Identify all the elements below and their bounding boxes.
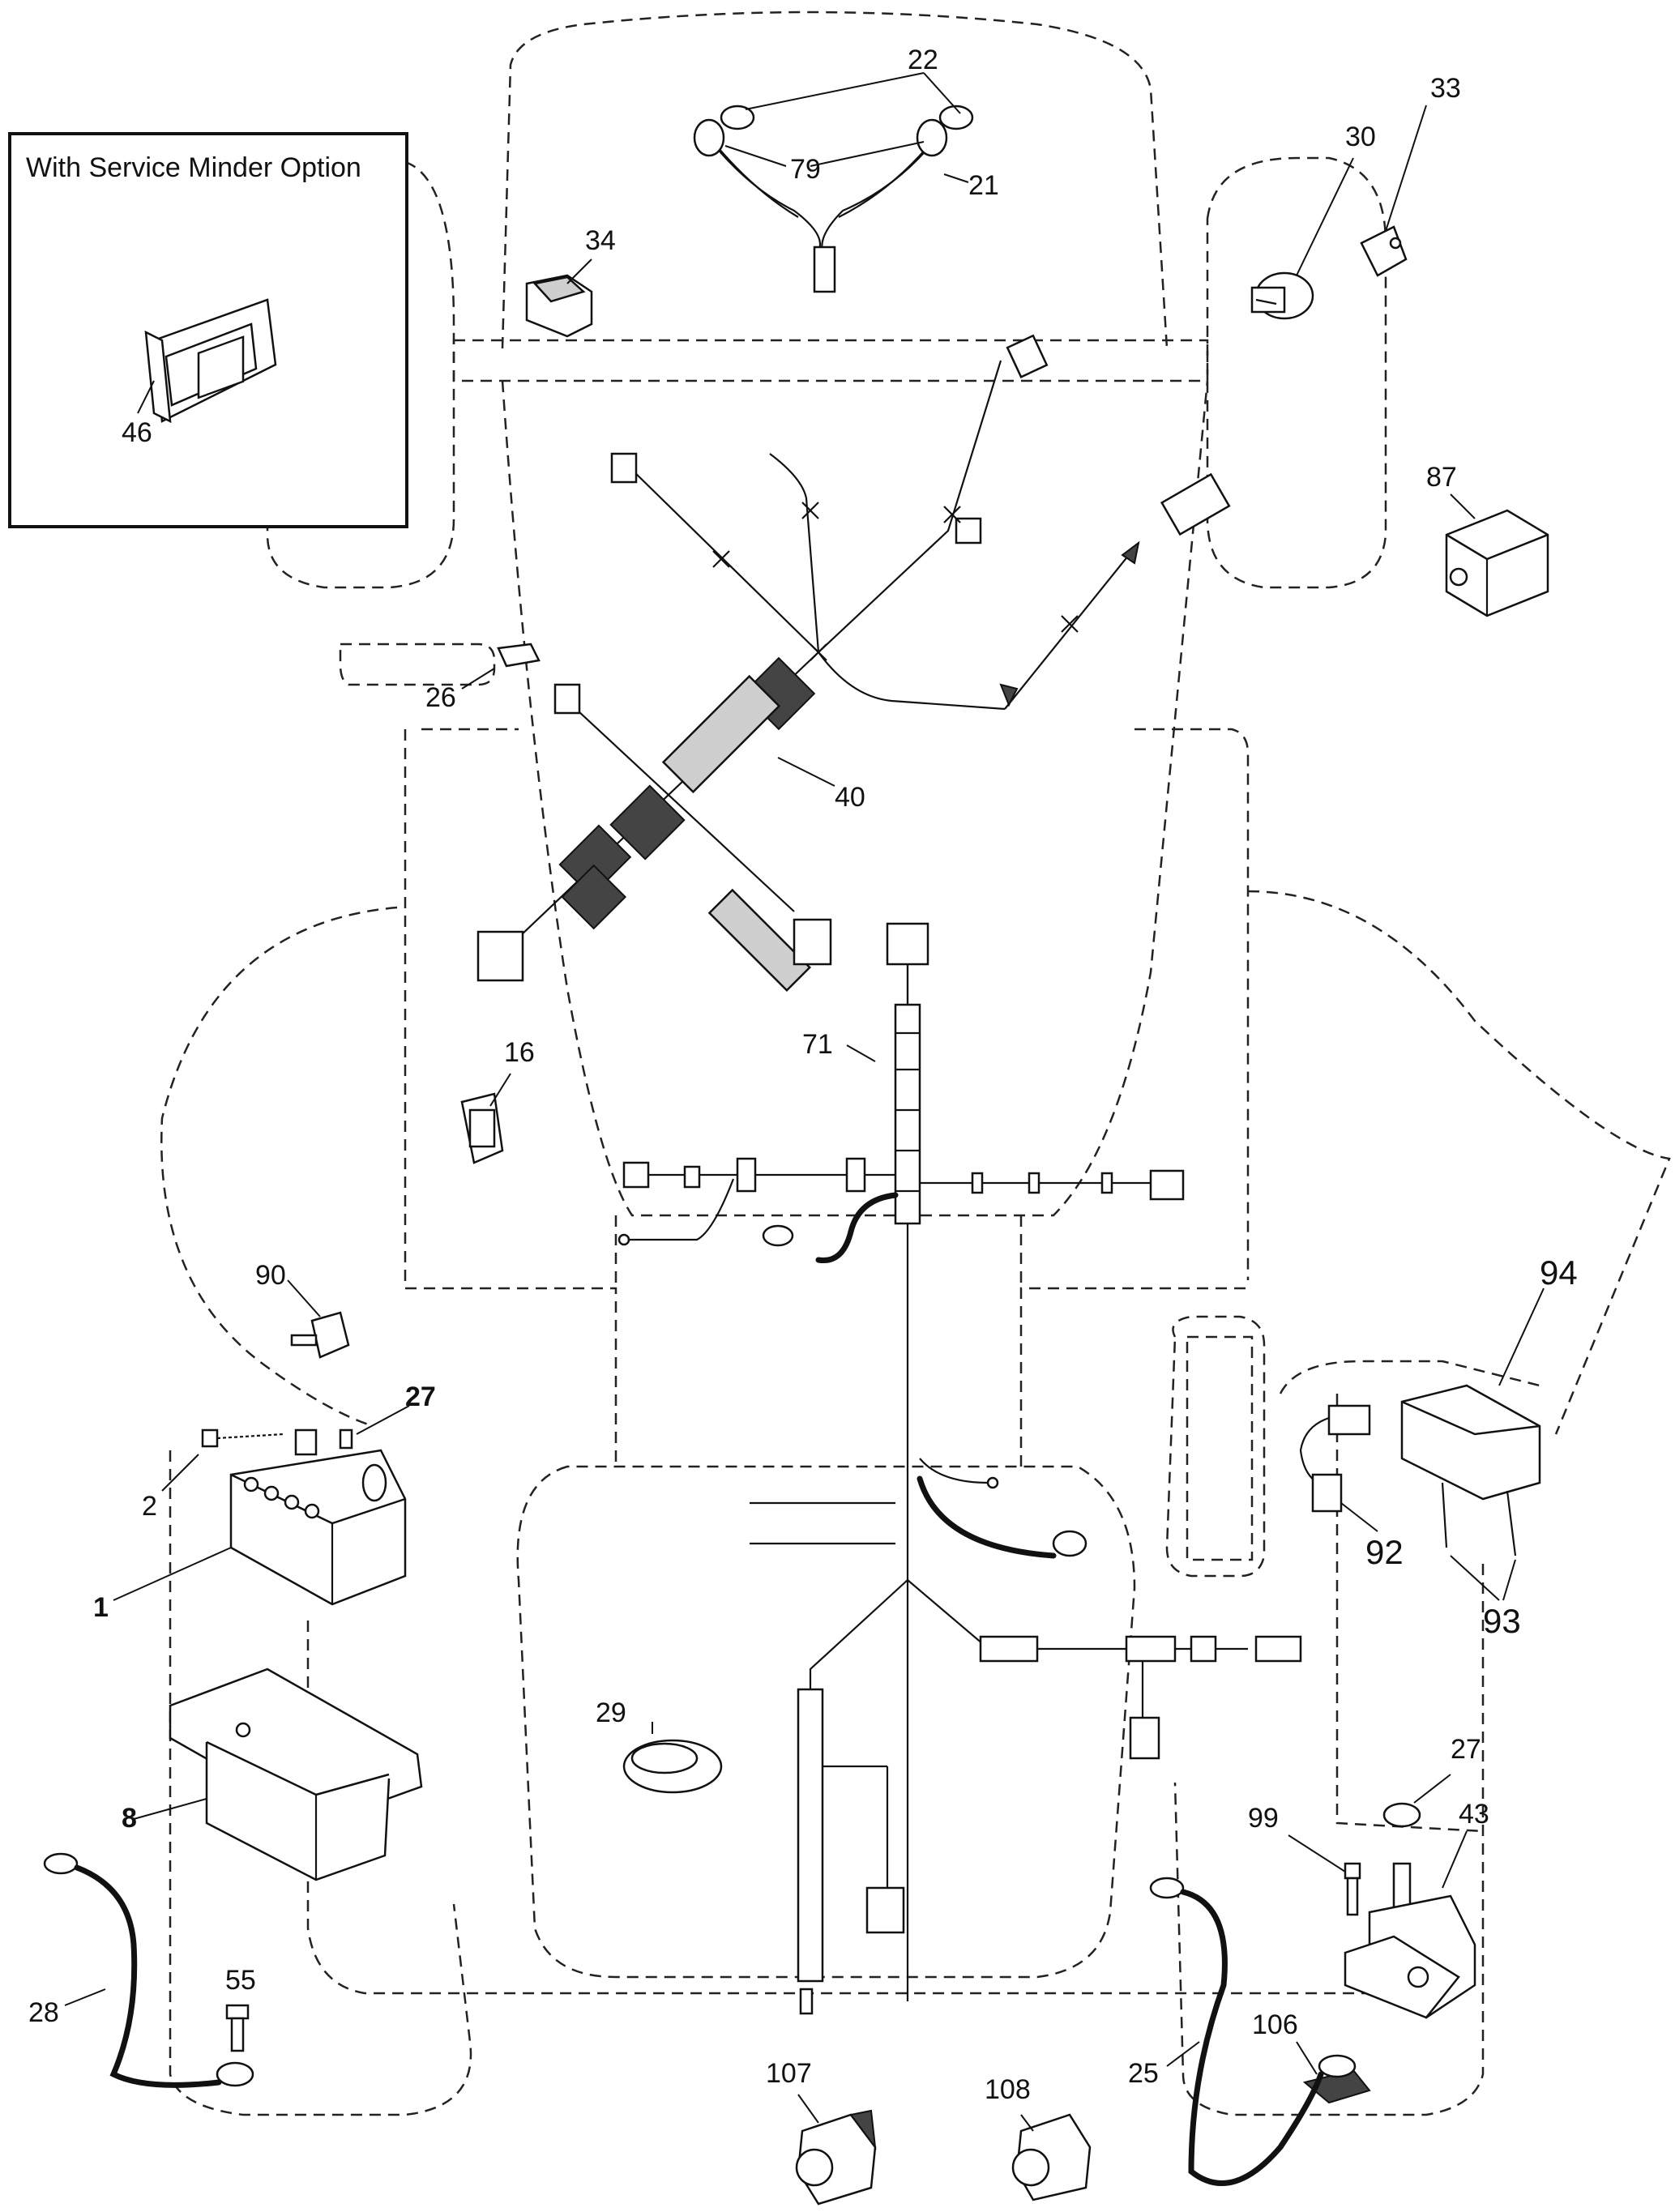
callout-93: 93 (1483, 1602, 1521, 1640)
callout-21: 21 (968, 170, 999, 201)
key-icon (1360, 225, 1408, 277)
callout-40: 40 (835, 782, 865, 813)
service-minder-inset: With Service Minder Option 46 (8, 132, 408, 528)
callout-108: 108 (985, 2074, 1031, 2105)
connector-icon (793, 918, 832, 966)
battery-icon (229, 1449, 407, 1606)
connector-icon (886, 922, 929, 966)
relay-icon (1445, 509, 1549, 617)
bolt-icon (201, 1428, 353, 1456)
connector-icon (1311, 1473, 1343, 1513)
connector-icon (1006, 334, 1049, 378)
callout-1: 1 (93, 1592, 109, 1623)
solenoid-icon (795, 2109, 877, 2206)
callout-33: 33 (1430, 73, 1461, 104)
connector-icon (1129, 1716, 1160, 1760)
callout-71: 71 (802, 1029, 833, 1060)
callout-2: 2 (142, 1491, 157, 1522)
ignition-switch-icon (1250, 271, 1314, 320)
connector-icon (1149, 1169, 1185, 1201)
connector-icon (1254, 1635, 1302, 1663)
light-plug-icon (813, 246, 836, 293)
lamp-icon (693, 105, 755, 157)
callout-28: 28 (28, 1997, 59, 2028)
callout-107: 107 (766, 2058, 812, 2089)
callout-46: 46 (122, 417, 152, 448)
callout-55: 55 (225, 1965, 256, 1996)
callout-22: 22 (908, 45, 938, 75)
callout-29: 29 (596, 1697, 626, 1728)
headlight-harness: 22 79 21 (693, 45, 999, 293)
harness-71 (617, 922, 1302, 2015)
leader-46 (137, 380, 155, 414)
callout-16: 16 (504, 1037, 535, 1068)
inset-title: With Service Minder Option (26, 152, 361, 183)
switch-icon (460, 1092, 504, 1164)
lamp-icon (916, 105, 974, 157)
callout-106: 106 (1252, 2009, 1298, 2040)
solenoid-icon (1344, 1802, 1476, 2019)
plug-icon (622, 1739, 723, 1794)
callout-34: 34 (585, 225, 616, 256)
connector-icon (476, 930, 524, 982)
dashed-outlines (160, 11, 1671, 2116)
callout-8: 8 (122, 1803, 137, 1834)
callout-43: 43 (1459, 1799, 1489, 1830)
switch-icon (290, 1311, 350, 1359)
switch-icon (525, 274, 593, 338)
callout-94: 94 (1540, 1253, 1578, 1292)
callout-25: 25 (1128, 2058, 1159, 2089)
callout-90: 90 (255, 1260, 286, 1291)
callout-26: 26 (425, 682, 456, 713)
connector-icon (622, 1161, 650, 1189)
module-icon (1299, 1384, 1541, 1513)
cable-icon (43, 1852, 254, 2088)
connector-icon (865, 1886, 905, 1934)
solenoid-icon (1011, 2113, 1092, 2201)
connector-icon (610, 452, 638, 484)
callout-27a: 27 (405, 1381, 436, 1412)
battery-box-icon (169, 1668, 423, 1881)
callout-79: 79 (790, 154, 821, 185)
callout-92: 92 (1365, 1533, 1404, 1571)
bolt-icon (225, 2004, 250, 2052)
bolt-icon (1344, 1862, 1361, 1916)
cable-icon (1149, 1877, 1357, 2186)
connector-icon (553, 683, 581, 715)
harness-icon (476, 334, 1231, 992)
callout-99: 99 (1248, 1803, 1279, 1834)
screw-icon (1441, 1482, 1517, 1557)
connector-icon (1160, 472, 1231, 536)
callout-87: 87 (1426, 462, 1457, 493)
callout-30: 30 (1345, 122, 1376, 152)
callout-27b: 27 (1451, 1734, 1481, 1765)
